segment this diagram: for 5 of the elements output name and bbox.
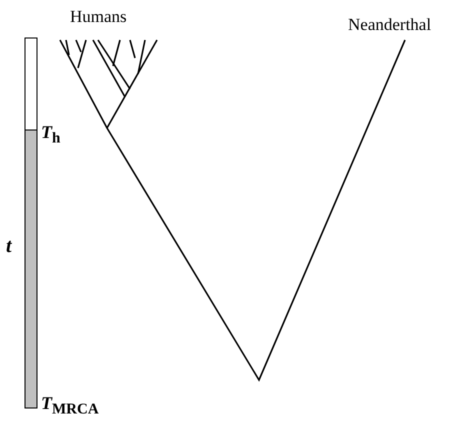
group-label: Humans [70, 8, 127, 25]
time-label: t [6, 236, 12, 256]
time-label: T$_{MRCA}$ [41, 394, 99, 418]
time-label: T$_{h}$ [41, 123, 60, 147]
group-label: Neanderthal [348, 16, 432, 33]
